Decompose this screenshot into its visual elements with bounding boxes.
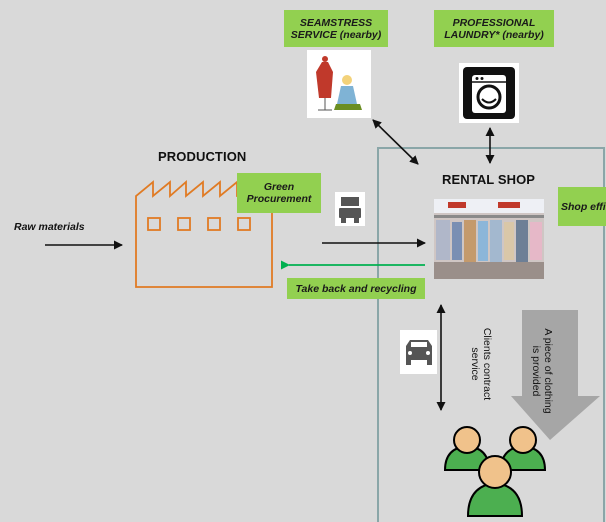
shop-photo (434, 199, 544, 279)
laundry-label: PROFESSIONAL LAUNDRY* (nearby) (434, 10, 554, 47)
seamstress-shop-arrow (372, 119, 419, 165)
shop-efficiency-label: Shop efficiency (558, 187, 606, 226)
clothing-provided-label: A piece of clothing is provided (530, 328, 554, 414)
seamstress-label: SEAMSTRESS SERVICE (nearby) (284, 10, 388, 47)
clothing-provided-arrow (511, 310, 600, 440)
customers-icon (443, 426, 547, 517)
take-back-label: Take back and recycling (287, 278, 425, 299)
washing-machine-icon (459, 63, 519, 123)
car-icon (400, 330, 437, 374)
clients-contract-label: Clients contract service (469, 327, 493, 401)
seamstress-illustration (307, 50, 371, 118)
truck-icon (335, 192, 365, 226)
rental-shop-title: RENTAL SHOP (442, 172, 536, 187)
production-title: PRODUCTION (158, 149, 247, 164)
raw-materials-label: Raw materials (14, 221, 85, 233)
green-procurement-label: Green Procurement (237, 173, 321, 213)
